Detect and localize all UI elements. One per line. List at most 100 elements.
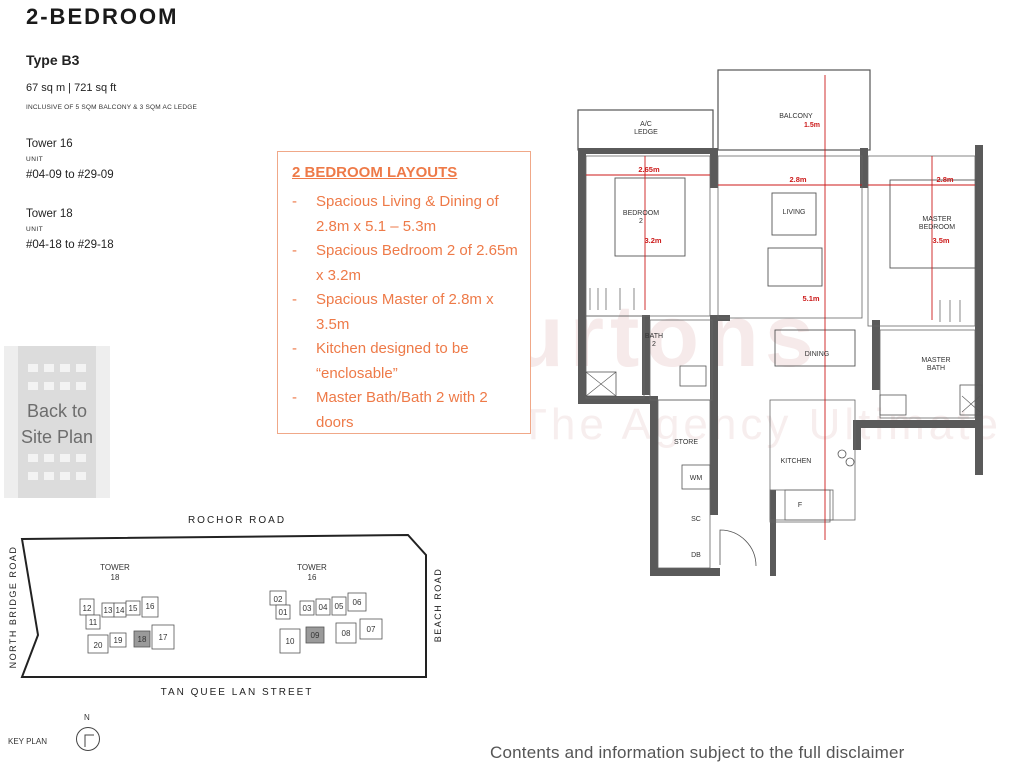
highlights-list: Spacious Living & Dining of 2.8m x 5.1 –… xyxy=(290,190,526,435)
callout-title: 2 BEDROOM LAYOUTS xyxy=(292,164,458,181)
key-plan-label: KEY PLAN xyxy=(8,737,47,746)
unit-label: 19 xyxy=(114,636,123,645)
room-label: DB xyxy=(691,552,701,559)
room-label: STORE xyxy=(674,439,698,446)
wardrobe-icon xyxy=(589,288,961,322)
shower-icon xyxy=(959,384,983,416)
room-outlines xyxy=(585,155,976,569)
room-label: BATH xyxy=(645,333,663,340)
sink-icon xyxy=(879,394,907,416)
stove-icon xyxy=(845,457,855,467)
dimension-label: 2.8m xyxy=(936,175,953,184)
north-label: N xyxy=(84,713,90,722)
tv-unit-icon xyxy=(771,192,817,236)
unit-label: 13 xyxy=(104,606,113,615)
highlight-item: Spacious Bedroom 2 of 2.65m x 3.2m xyxy=(290,239,526,288)
road-label-bottom: TAN QUEE LAN STREET xyxy=(161,687,314,698)
highlight-item: Master Bath/Bath 2 with 2 doors xyxy=(290,386,526,435)
tower-16-units-map xyxy=(269,590,383,654)
unit-label: 01 xyxy=(279,608,288,617)
highlight-item: Spacious Living & Dining of 2.8m x 5.1 –… xyxy=(290,190,526,239)
room-label: BEDROOM xyxy=(919,224,955,231)
tower-name: Tower 16 xyxy=(26,138,73,150)
room-label: 2 xyxy=(639,218,643,225)
bed-icon xyxy=(614,177,686,257)
unit-range: #04-18 to #29-18 xyxy=(26,239,114,251)
area-inclusive-note: INCLUSIVE OF 5 SQM BALCONY & 3 SQM AC LE… xyxy=(26,104,198,111)
washing-machine-icon xyxy=(681,464,711,490)
unit-label: 04 xyxy=(319,603,328,612)
room-label: BEDROOM xyxy=(623,210,659,217)
room-label: BALCONY xyxy=(779,113,813,120)
layout-highlights-box: 2 BEDROOM LAYOUTS Spacious Living & Dini… xyxy=(277,151,531,434)
tower-18-number: 18 xyxy=(111,573,120,582)
disclaimer-text: Contents and information subject to the … xyxy=(490,743,905,762)
unit-label: 14 xyxy=(116,606,125,615)
unit-label: 11 xyxy=(89,618,98,627)
page-title: 2-BEDROOM xyxy=(26,4,179,29)
tower-18-units: Tower 18 UNIT #04-18 to #29-18 xyxy=(26,208,114,251)
dimension-label: 3.5m xyxy=(932,236,949,245)
tower-18-label: TOWER xyxy=(100,563,130,572)
unit-label: 06 xyxy=(353,598,362,607)
unit-label: 03 xyxy=(303,604,312,613)
back-to-site-plan-button[interactable]: Back to Site Plan xyxy=(4,346,110,498)
tower-18-units-map xyxy=(79,596,175,654)
room-label: F xyxy=(798,502,802,509)
unit-label: 05 xyxy=(335,602,344,611)
unit-label: 16 xyxy=(146,602,155,611)
walls xyxy=(578,145,983,576)
dimension-label: 3.2m xyxy=(644,236,661,245)
unit-label: 15 xyxy=(129,604,138,613)
room-label: DINING xyxy=(805,351,830,358)
unit-label: 08 xyxy=(342,629,351,638)
dimension-label: 1.5m xyxy=(804,122,820,129)
tower-name: Tower 18 xyxy=(26,208,73,220)
building-icon xyxy=(18,346,96,498)
room-label: BATH xyxy=(927,365,945,372)
room-label: 2 xyxy=(652,341,656,348)
room-label: MASTER xyxy=(922,216,951,223)
unit-caption: UNIT xyxy=(26,226,44,233)
site-boundary xyxy=(20,533,427,678)
watermark-text: urtons xyxy=(510,286,820,385)
unit-label: 17 xyxy=(159,633,168,642)
highlight-item: Spacious Master of 2.8m x 3.5m xyxy=(290,288,526,337)
tower-16-units: Tower 16 UNIT #04-09 to #29-09 xyxy=(26,138,114,181)
site-key-plan: ROCHOR ROAD TAN QUEE LAN STREET NORTH BR… xyxy=(8,515,443,698)
unit-label: 10 xyxy=(286,637,295,646)
floor-plan: A/C LEDGE BALCONY 1.5m xyxy=(577,69,983,576)
dimension-label: 2.8m xyxy=(789,175,806,184)
room-label: LIVING xyxy=(783,209,806,216)
door-swing-icon xyxy=(719,529,757,567)
unit-label: 07 xyxy=(367,625,376,634)
compass-icon xyxy=(76,727,100,751)
room-label: MASTER xyxy=(921,357,950,364)
road-label-top: ROCHOR ROAD xyxy=(188,515,286,526)
road-label-left: NORTH BRIDGE ROAD xyxy=(8,546,18,669)
unit-label: 18 xyxy=(138,635,147,644)
room-label: KITCHEN xyxy=(781,458,812,465)
unit-label: 20 xyxy=(94,641,103,650)
unit-caption: UNIT xyxy=(26,156,44,163)
unit-area: 67 sq m | 721 sq ft xyxy=(26,82,117,94)
unit-label: 12 xyxy=(83,604,92,613)
room-label: SC xyxy=(691,516,701,523)
tower-16-number: 16 xyxy=(308,573,317,582)
room-label: A/C xyxy=(640,121,652,128)
sink-icon xyxy=(679,365,707,387)
highlight-item: Kitchen designed to be “enclosable” xyxy=(290,337,526,386)
dining-table-icon xyxy=(774,329,856,367)
stove-icon xyxy=(837,449,847,459)
unit-type: Type B3 xyxy=(26,52,80,68)
balcony-outline xyxy=(577,69,871,151)
unit-label: 02 xyxy=(274,595,283,604)
shower-icon xyxy=(585,371,617,397)
unit-label: 09 xyxy=(311,631,320,640)
bed-icon xyxy=(889,179,977,269)
back-button-label: Back to Site Plan xyxy=(20,401,94,447)
dimension-label: 2.65m xyxy=(638,165,660,174)
sofa-icon xyxy=(767,247,823,287)
room-label: LEDGE xyxy=(634,129,658,136)
road-label-right: BEACH ROAD xyxy=(433,568,443,643)
